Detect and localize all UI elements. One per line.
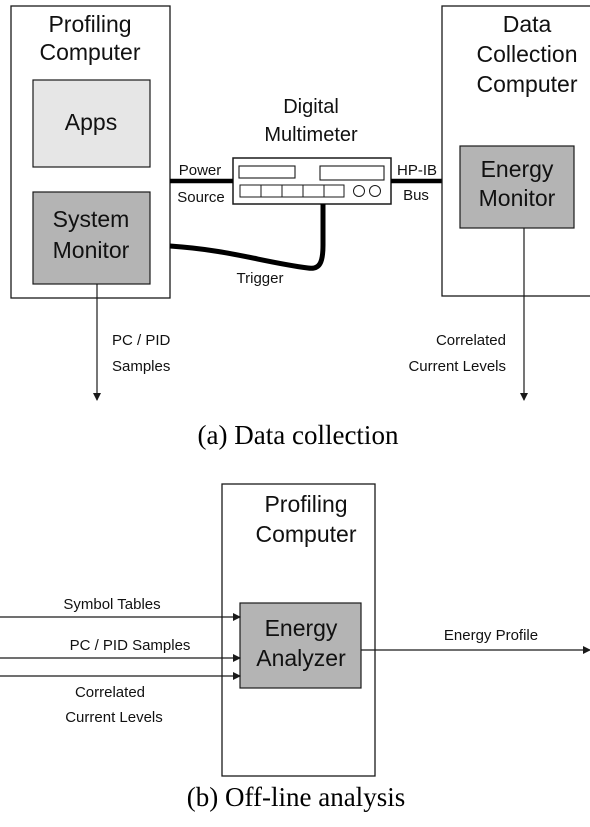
pc-pid-samples-b-label: PC / PID Samples [70, 637, 191, 654]
energy-profile-label: Energy Profile [444, 627, 538, 644]
part-a-data-collection: Profiling Computer Apps System Monitor D… [10, 5, 590, 450]
digital-multimeter-label-line1: Digital [283, 96, 339, 118]
profiling-computer-b-label-line2: Computer [256, 521, 357, 547]
correlated-current-levels-b-label-line1: Correlated [75, 684, 145, 701]
correlated-current-levels-label-line1: Correlated [436, 332, 506, 349]
apps-box [32, 79, 151, 168]
digital-multimeter-label-line2: Multimeter [264, 124, 358, 146]
power-source-label-line1: Power [179, 162, 222, 179]
energy-analyzer-label-line2: Analyzer [256, 645, 346, 671]
data-collection-computer-label-line2: Collection [477, 41, 578, 67]
symbol-tables-label: Symbol Tables [63, 596, 160, 613]
energy-monitor-box [459, 145, 575, 229]
data-collection-computer-label-line1: Data [503, 11, 552, 37]
correlated-current-levels-b-label-line2: Current Levels [65, 709, 163, 726]
profiling-computer-label-line2: Computer [40, 39, 141, 65]
energy-analyzer-box [239, 602, 362, 689]
trigger-cable [169, 204, 326, 271]
pc-pid-samples-label-line1: PC / PID [112, 332, 171, 349]
trigger-label: Trigger [237, 270, 284, 287]
caption-b: (b) Off-line analysis [187, 782, 405, 812]
caption-a: (a) Data collection [198, 420, 399, 450]
hpib-bus-label-line2: Bus [403, 187, 429, 204]
profiling-computer-b-label-line1: Profiling [264, 491, 347, 517]
apps-label: Apps [65, 109, 117, 135]
hpib-bus-label-line1: HP-IB [397, 162, 437, 179]
system-monitor-box [32, 191, 151, 285]
part-b-offline-analysis: Profiling Computer Energy Analyzer Symbo… [0, 483, 590, 812]
profiling-computer-label-line1: Profiling [48, 11, 131, 37]
pc-pid-samples-label-line2: Samples [112, 358, 170, 375]
correlated-current-levels-label-line2: Current Levels [408, 358, 506, 375]
energy-monitor-label-line1: Energy [481, 156, 554, 182]
multimeter-device [232, 157, 392, 205]
power-source-label-line2: Source [177, 189, 225, 206]
energy-analyzer-label-line1: Energy [265, 615, 338, 641]
system-monitor-label-line1: System [53, 206, 130, 232]
energy-monitor-label-line2: Monitor [479, 185, 556, 211]
system-monitor-label-line2: Monitor [53, 237, 130, 263]
data-collection-computer-label-line3: Computer [477, 71, 578, 97]
